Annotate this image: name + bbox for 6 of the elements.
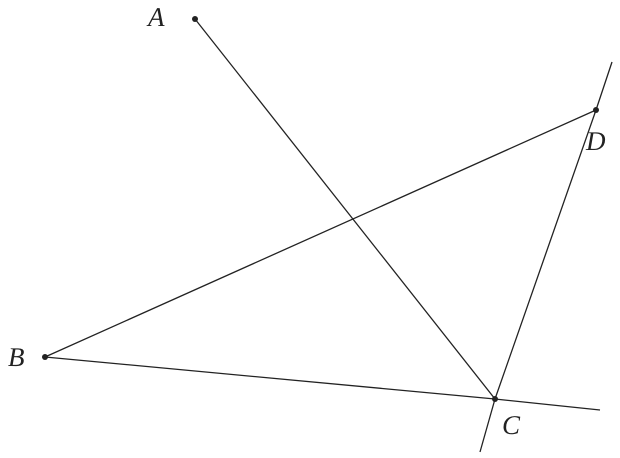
point-label: C [502,412,520,439]
line-segment [44,109,596,358]
point-label: B [8,344,24,371]
line-segment [194,18,496,400]
point-label: D [586,128,606,155]
point-label: A [148,4,164,31]
